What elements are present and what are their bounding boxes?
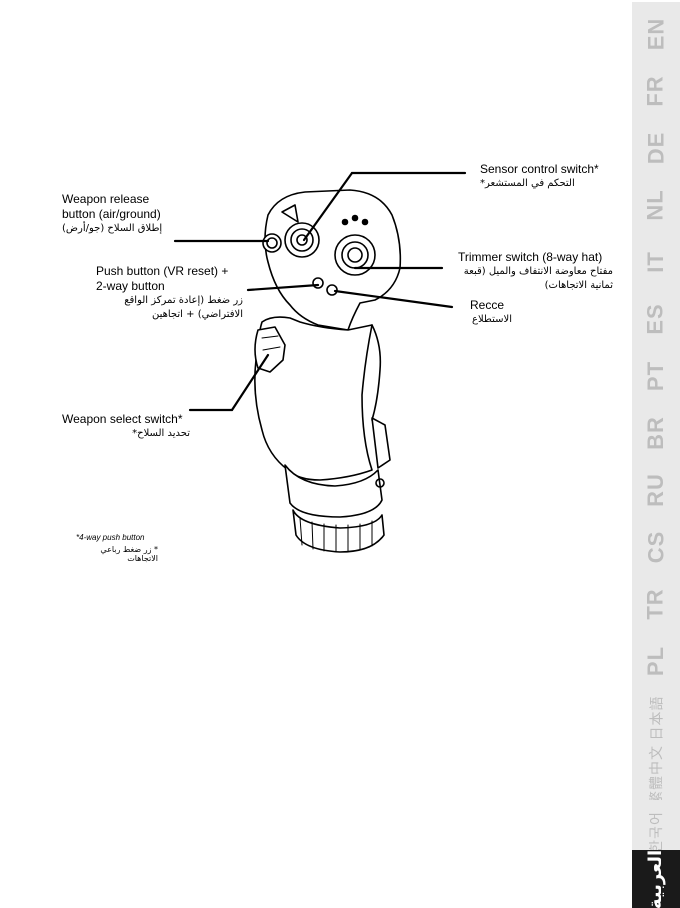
callout-weapon-release-en2: button (air/ground) <box>62 207 161 221</box>
tab-ar[interactable]: العربية <box>632 850 680 908</box>
callout-recce-ar: الاستطلاع <box>471 314 512 325</box>
tab-ko-label: 한국어 <box>647 811 664 853</box>
tab-br[interactable]: BR <box>632 401 680 465</box>
tab-fr-label: FR <box>642 75 668 107</box>
callout-push-button: Push button (VR reset) + 2-way button زر… <box>96 264 246 322</box>
callout-trimmer-ar2: ثمانية الاتجاهات) <box>544 280 613 291</box>
callout-recce-en: Recce <box>470 298 505 312</box>
callout-push-button-en2: 2-way button <box>96 279 165 293</box>
tab-nl[interactable]: NL <box>632 173 680 237</box>
tab-en[interactable]: EN <box>632 2 680 66</box>
tab-nl-label: NL <box>642 189 668 221</box>
tab-zh[interactable]: 繁體中文 <box>632 743 680 807</box>
callout-trimmer-en: Trimmer switch (8-way hat) <box>458 250 603 264</box>
callout-weapon-select: Weapon select switch* تحديد السلاح* <box>62 412 202 441</box>
tab-pt-label: PT <box>643 360 668 392</box>
tab-tr-label: TR <box>642 588 668 620</box>
callout-sensor-control: Sensor control switch* التحكم في المستشع… <box>480 162 630 191</box>
callout-push-button-en1: Push button (VR reset) + <box>96 264 229 278</box>
callout-recce: Recce الاستطلاع <box>470 298 550 327</box>
tab-ru-label: RU <box>643 473 668 507</box>
tab-pl-label: PL <box>643 645 668 677</box>
tab-it[interactable]: IT <box>632 230 680 294</box>
callout-weapon-release: Weapon release button (air/ground) إطلاق… <box>62 192 202 236</box>
callout-sensor-en: Sensor control switch* <box>480 162 599 176</box>
tab-it-label: IT <box>643 251 668 273</box>
callout-trimmer-ar1: مفتاح معاوضة الانتفاف والميل (قبعة <box>463 266 613 277</box>
callout-sensor-ar: التحكم في المستشعر* <box>480 178 575 189</box>
tab-en-label: EN <box>643 17 668 51</box>
footnote-ar: * زر ضغط رباعي الاتجاهات <box>100 545 158 563</box>
tab-ar-label: العربية <box>645 850 667 908</box>
footnote-en: *4-way push button <box>76 533 145 542</box>
joystick-illustration <box>173 171 467 553</box>
tab-ru[interactable]: RU <box>632 458 680 522</box>
callout-weapon-release-en1: Weapon release <box>62 192 150 206</box>
tab-de-label: DE <box>643 131 668 165</box>
tab-es[interactable]: ES <box>632 287 680 351</box>
tab-zh-label: 繁體中文 <box>648 745 664 805</box>
tab-de[interactable]: DE <box>632 116 680 180</box>
callout-weapon-select-ar: تحديد السلاح* <box>132 428 190 439</box>
tab-tr[interactable]: TR <box>632 572 680 636</box>
tab-pl[interactable]: PL <box>632 629 680 693</box>
tab-cs[interactable]: CS <box>632 515 680 579</box>
tab-es-label: ES <box>642 303 668 335</box>
tab-br-label: BR <box>643 416 668 450</box>
language-tab-strip: EN FR DE NL IT ES PT BR RU CS TR PL 日本語 … <box>632 0 680 908</box>
tab-cs-label: CS <box>643 530 668 564</box>
tab-fr[interactable]: FR <box>632 59 680 123</box>
callout-push-button-ar2: الافتراضي) + اتجاهين <box>151 309 243 320</box>
callout-trimmer: Trimmer switch (8-way hat) مفتاح معاوضة … <box>458 250 630 293</box>
callout-weapon-select-en: Weapon select switch* <box>62 412 183 426</box>
tab-ja-label: 日本語 <box>648 695 664 741</box>
callout-weapon-release-ar: إطلاق السلاح (جو/أرض) <box>62 223 163 234</box>
leader-recce <box>333 289 454 309</box>
callout-push-button-ar1: زر ضغط (إعادة تمركز الواقع <box>124 295 243 306</box>
tab-ja[interactable]: 日本語 <box>632 686 680 750</box>
leader-push-button <box>246 283 320 292</box>
tab-pt[interactable]: PT <box>632 344 680 408</box>
